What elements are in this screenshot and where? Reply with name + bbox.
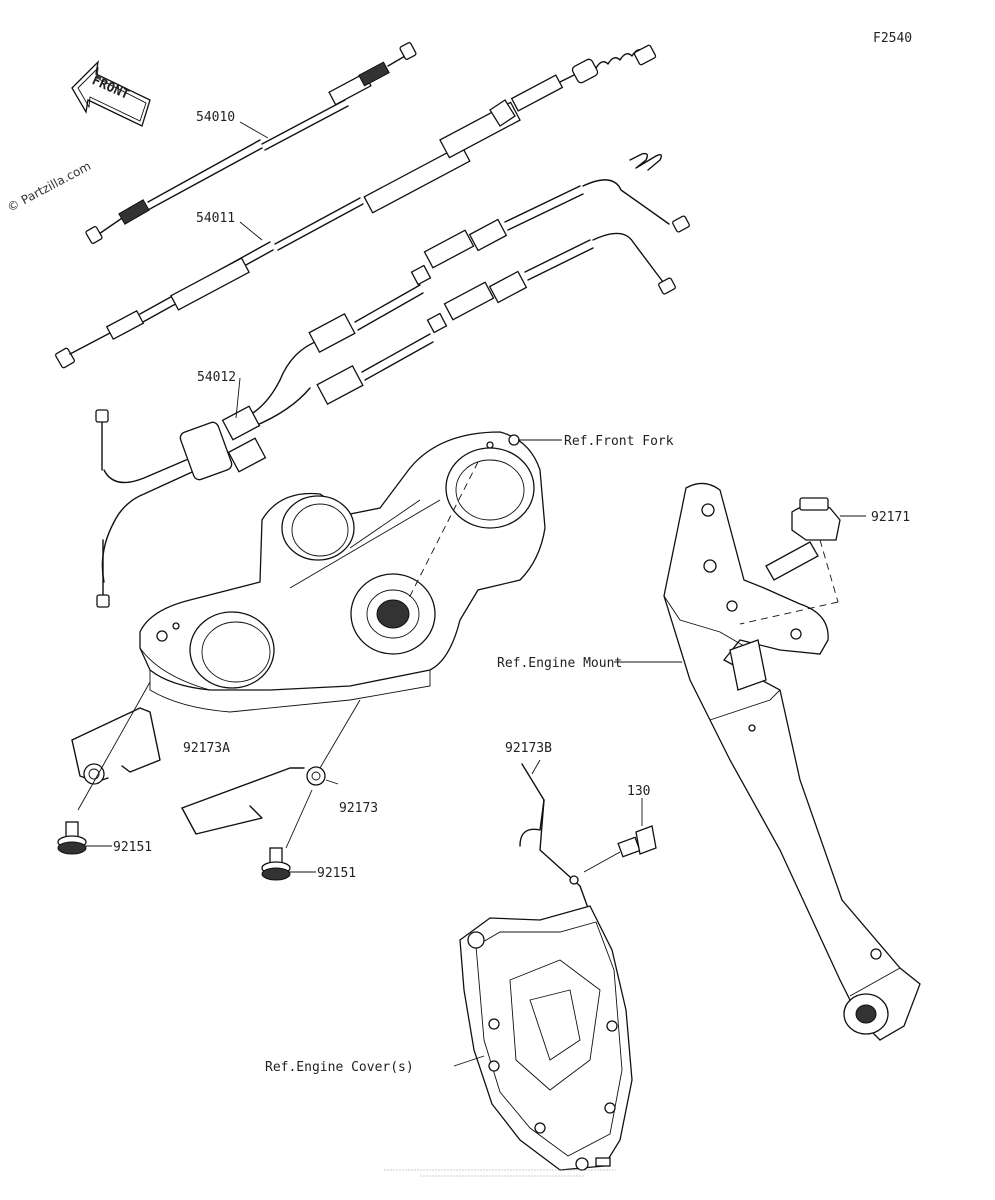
label-92173a: 92173A — [183, 741, 230, 756]
label-ref-engine-cover: Ref.Engine Cover(s) — [265, 1060, 414, 1075]
clamp-bracket-92173b[interactable] — [519, 763, 589, 917]
label-54012: 54012 — [197, 370, 236, 385]
watermark: © Partzilla.com — [5, 159, 93, 215]
throttle-cable-54010[interactable] — [85, 42, 417, 244]
label-ref-front-fork: Ref.Front Fork — [564, 434, 674, 449]
label-54010: 54010 — [196, 110, 235, 125]
diagram-id: F2540 — [873, 31, 912, 46]
engine-cover[interactable] — [459, 905, 633, 1171]
label-92173: 92173 — [339, 801, 378, 816]
front-fork-bracket[interactable] — [139, 431, 546, 713]
throttle-cable-54011[interactable] — [55, 44, 657, 369]
bolt-92151-right[interactable] — [261, 847, 291, 881]
clip-92171[interactable] — [791, 497, 841, 541]
wire-clamp-92173[interactable] — [181, 766, 326, 835]
engine-mount-arm[interactable] — [663, 482, 921, 1041]
label-ref-engine-mount: Ref.Engine Mount — [497, 656, 622, 671]
label-54011: 54011 — [196, 211, 235, 226]
label-92171: 92171 — [871, 510, 910, 525]
bolt-130[interactable] — [617, 825, 657, 858]
throttle-cable-54012[interactable] — [95, 152, 690, 608]
front-arrow-icon: FRONT — [71, 60, 151, 127]
label-92151-right: 92151 — [317, 866, 356, 881]
label-92151-left: 92151 — [113, 840, 152, 855]
label-130: 130 — [627, 784, 650, 799]
wire-clamp-92173a[interactable] — [71, 707, 161, 785]
bolt-92151-left[interactable] — [57, 821, 87, 855]
label-92173b: 92173B — [505, 741, 552, 756]
